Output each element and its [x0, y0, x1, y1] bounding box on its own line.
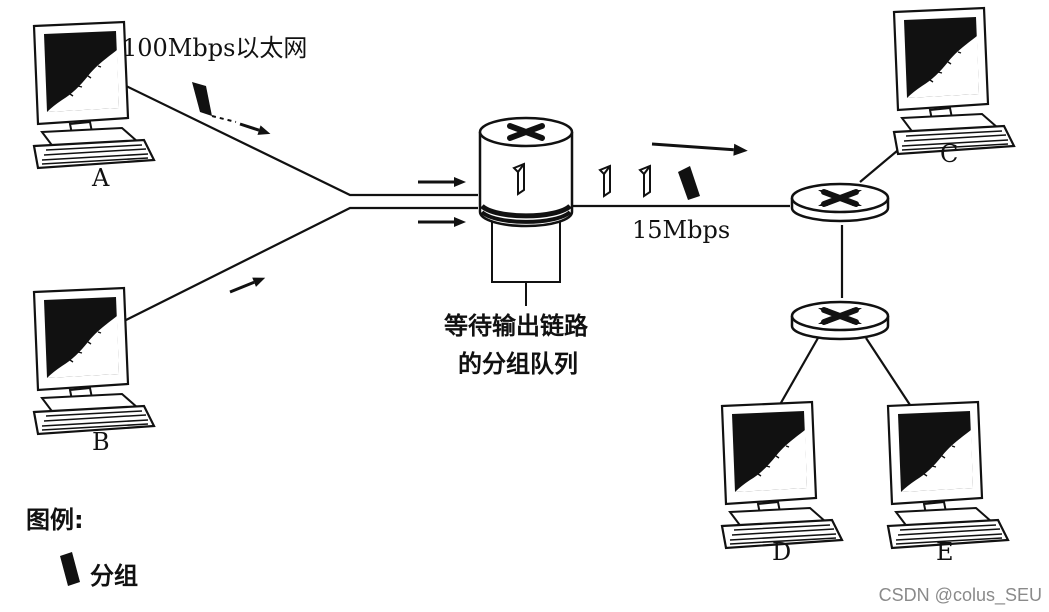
packet-link-1-icon: [599, 165, 611, 197]
legend-packet-label: 分组: [90, 562, 138, 590]
label-ethernet: 100Mbps以太网: [122, 34, 307, 62]
flow-arrows: [229, 122, 748, 294]
router-c-icon: [792, 184, 888, 221]
arrow-in-top-icon: [416, 175, 468, 189]
label-link-rate: 15Mbps: [632, 216, 730, 244]
label-queue-line1: 等待输出链路: [444, 312, 589, 340]
host-d-computer-icon: [720, 400, 844, 550]
host-label-a: A: [91, 164, 110, 192]
legend-packet-icon: [60, 552, 80, 586]
host-e-computer-icon: [886, 400, 1010, 550]
host-label-d: D: [772, 538, 791, 566]
watermark: CSDN @colus_SEU: [879, 585, 1042, 606]
host-c-computer-icon: [892, 6, 1016, 156]
host-label-c: C: [940, 140, 958, 168]
link-router-de-to-host-d: [777, 337, 819, 409]
packet-a-in-transit: [192, 82, 237, 123]
arrow-a-icon: [239, 122, 271, 135]
links: [121, 83, 923, 409]
host-label-b: B: [92, 428, 110, 456]
packet-link-3-icon: [678, 166, 700, 200]
router-de-icon: [792, 302, 888, 339]
host-label-e: E: [936, 538, 954, 566]
legend: 图例: 分组: [26, 506, 138, 590]
legend-title: 图例:: [26, 506, 84, 534]
label-queue-line2: 的分组队列: [458, 350, 578, 378]
link-a-to-router: [121, 83, 478, 197]
central-router-icon: [478, 116, 574, 228]
link-b-to-router: [121, 206, 478, 323]
arrow-in-bottom-icon: [416, 215, 468, 229]
packet-link-2-icon: [639, 165, 651, 197]
arrow-b-icon: [229, 277, 266, 294]
host-b-computer-icon: [32, 286, 156, 436]
queue-bracket: [491, 220, 561, 283]
link-router-de-to-host-e: [865, 337, 913, 409]
arrow-out-icon: [651, 142, 748, 156]
